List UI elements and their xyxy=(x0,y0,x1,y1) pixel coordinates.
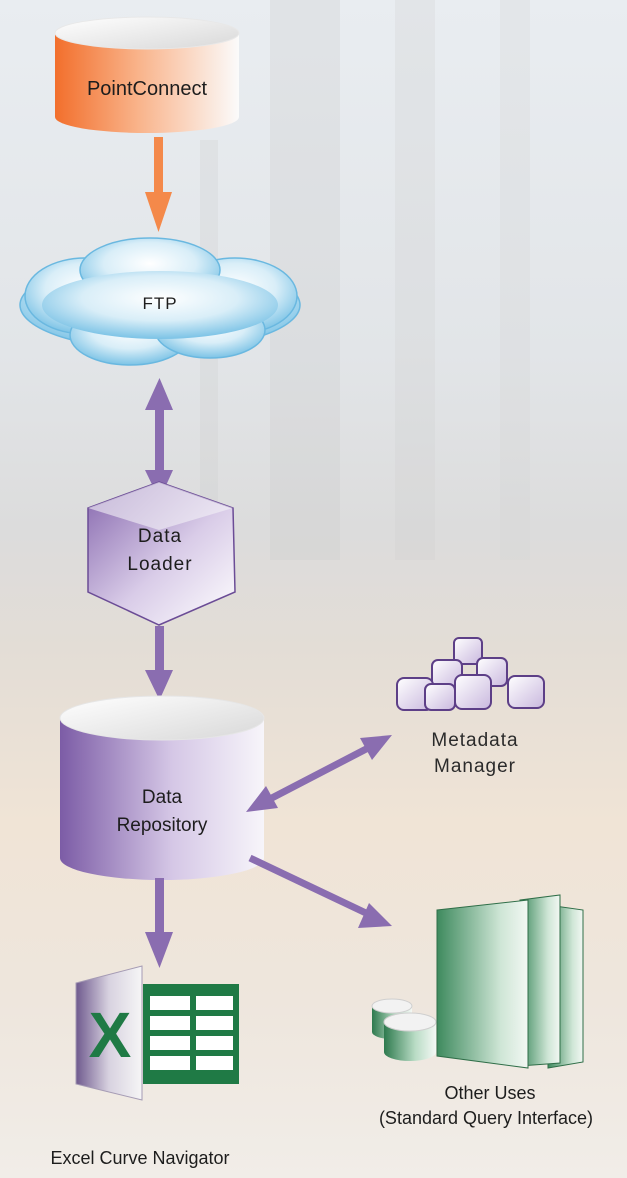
metadata-cubes-icon xyxy=(396,637,545,711)
arrow-pointconnect-to-ftp xyxy=(145,137,172,232)
background-towers xyxy=(200,0,530,560)
data-loader-hex-icon xyxy=(87,481,236,626)
data-repository-label-line1: Data xyxy=(141,787,183,808)
arrow-loader-to-repository xyxy=(145,626,173,700)
excel-curve-navigator-label: Excel Curve Navigator xyxy=(50,1148,230,1168)
arrow-repository-to-other-uses xyxy=(248,854,392,928)
metadata-manager-label-line1: Metadata xyxy=(431,730,519,751)
arrow-repository-to-excel xyxy=(145,878,173,968)
other-uses-pages-icon xyxy=(436,894,584,1069)
data-loader-label-line2: Loader xyxy=(127,554,193,575)
arrow-repository-metadata xyxy=(246,735,392,812)
excel-icon xyxy=(75,965,239,1101)
data-repository-label-line2: Repository xyxy=(116,815,208,836)
other-uses-label-line2: (Standard Query Interface) xyxy=(378,1108,594,1128)
data-repository-cylinder-icon xyxy=(59,695,265,880)
ftp-cloud-icon xyxy=(19,237,301,366)
other-uses-label-line1: Other Uses xyxy=(444,1083,536,1103)
ftp-label: FTP xyxy=(142,294,178,313)
pointconnect-cylinder-icon xyxy=(54,16,240,133)
other-uses-database-icon xyxy=(371,998,437,1061)
excel-icon-letter: X xyxy=(88,999,132,1071)
metadata-manager-label-line2: Manager xyxy=(434,756,516,777)
data-loader-label-line1: Data xyxy=(137,526,183,547)
pointconnect-label: PointConnect xyxy=(86,78,208,100)
